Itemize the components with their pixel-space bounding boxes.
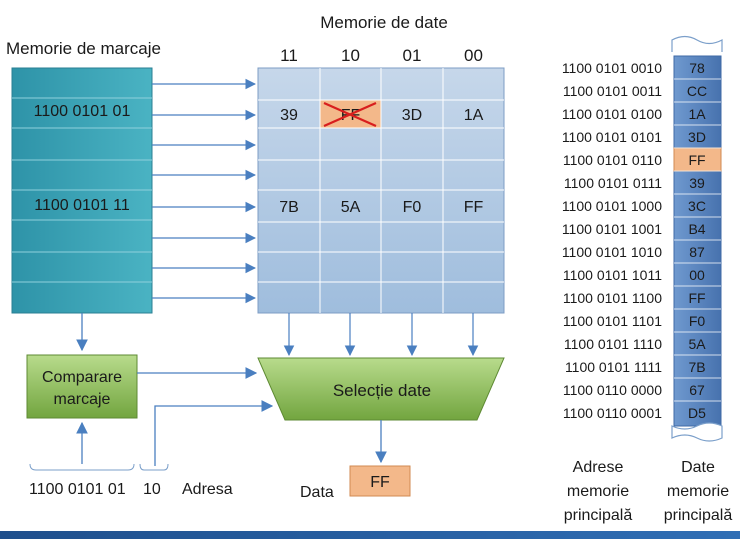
data-select-box xyxy=(257,357,505,421)
tag-memory-title: Memorie de marcaje xyxy=(6,39,161,58)
main-memory-value: 67 xyxy=(689,382,705,398)
main-memory-value: 3D xyxy=(688,129,706,145)
main-memory-address: 1100 0101 1101 xyxy=(563,313,662,329)
main-memory-value: FF xyxy=(688,290,705,306)
tag-entry: 1100 0101 01 xyxy=(34,103,131,120)
tag-entry: 1100 0101 11 xyxy=(34,197,130,214)
main-memory-address: 1100 0101 1100 xyxy=(563,290,662,306)
main-memory-address: 1100 0101 0101 xyxy=(562,129,662,145)
main-memory-address: 1100 0101 0011 xyxy=(563,83,662,99)
data-column-header: 11 xyxy=(280,46,298,65)
main-memory-value: 00 xyxy=(689,267,705,283)
data-cell-value: 1A xyxy=(464,107,484,124)
main-memory-value: B4 xyxy=(688,221,705,237)
data-cell-value: 5A xyxy=(341,199,361,216)
main-memory-address: 1100 0101 0010 xyxy=(562,60,662,76)
main-memory-value: FF xyxy=(688,152,705,168)
main-memory-value: D5 xyxy=(688,405,706,421)
main-memory-value: 5A xyxy=(688,336,706,352)
output-value: FF xyxy=(370,474,390,491)
compare-box xyxy=(26,354,138,419)
cross-out-mark xyxy=(323,101,377,128)
data-cell-value: FF xyxy=(464,199,484,216)
main-memory-value: 87 xyxy=(689,244,705,260)
address-offset-bracket xyxy=(139,463,169,471)
main-memory-value: CC xyxy=(687,83,707,99)
main-memory-value: 39 xyxy=(689,175,705,191)
bottom-bar xyxy=(0,531,740,539)
main-data-caption-line2: memorie xyxy=(667,483,729,500)
main-memory-value: 78 xyxy=(689,60,705,76)
column-output-arrows xyxy=(283,313,479,357)
output-value-box xyxy=(349,465,411,497)
main-memory-value: 1A xyxy=(688,106,706,122)
main-memory-value: 7B xyxy=(688,359,705,375)
compare-box-label-line1: Comparare xyxy=(42,369,122,386)
data-memory-grid xyxy=(258,68,504,313)
main-addr-caption-line1: Adrese xyxy=(573,459,624,476)
data-column-header: 10 xyxy=(341,46,360,65)
main-data-caption-line1: Date xyxy=(681,459,715,476)
main-memory-address: 1100 0101 1000 xyxy=(562,198,662,214)
data-memory-title: Memorie de date xyxy=(320,13,448,32)
data-select-label: Selecție date xyxy=(333,381,431,400)
tag-memory-grid xyxy=(12,97,152,283)
address-tag-bracket xyxy=(29,463,135,471)
data-cell-value: 39 xyxy=(280,107,298,124)
main-memory-value: F0 xyxy=(689,313,706,329)
main-memory-address: 1100 0101 1001 xyxy=(562,221,662,237)
data-column-header: 01 xyxy=(403,46,422,65)
main-memory-rows: 1100 0101 0010 78 1100 0101 0011 CC 1100 010… xyxy=(562,60,721,421)
address-offset-bits: 10 xyxy=(143,481,161,498)
main-memory-address: 1100 0110 0000 xyxy=(563,382,662,398)
address-label: Adresa xyxy=(182,481,233,498)
main-memory-value: 3C xyxy=(688,198,706,214)
data-cell-value: F0 xyxy=(403,199,422,216)
main-memory-address: 1100 0110 0001 xyxy=(563,405,662,421)
tag-memory-labels: 1100 0101 01 1100 0101 11 xyxy=(34,103,131,214)
main-data-caption-line3: principală xyxy=(664,507,733,524)
main-memory-address: 1100 0101 1110 xyxy=(564,336,662,352)
compare-box-label-line2: marcaje xyxy=(54,391,111,408)
main-addr-caption-line2: memorie xyxy=(567,483,629,500)
main-addr-caption-line3: principală xyxy=(564,507,633,524)
main-memory-address: 1100 0101 1010 xyxy=(562,244,662,260)
main-memory-address: 1100 0101 0111 xyxy=(564,175,662,191)
row-connection-arrows xyxy=(152,78,257,304)
main-memory-address: 1100 0101 1111 xyxy=(565,359,662,375)
output-label: Data xyxy=(300,484,334,501)
data-memory-cells: 39FF3D1A7B5AF0FF xyxy=(279,107,483,216)
data-column-header: 00 xyxy=(464,46,483,65)
main-memory-scroll-top xyxy=(671,35,723,52)
address-tag-bits: 1100 0101 01 xyxy=(29,481,126,498)
main-memory-scroll-bottom xyxy=(671,422,723,442)
main-memory-address: 1100 0101 0100 xyxy=(562,106,662,122)
main-memory-address: 1100 0101 0110 xyxy=(563,152,662,168)
offset-to-select-arrow xyxy=(154,400,274,466)
data-cell-value: 7B xyxy=(279,199,299,216)
data-cell-value: 3D xyxy=(402,107,422,124)
data-memory-column-headers: 11 10 01 00 xyxy=(280,46,483,65)
main-memory-address: 1100 0101 1011 xyxy=(563,267,662,283)
